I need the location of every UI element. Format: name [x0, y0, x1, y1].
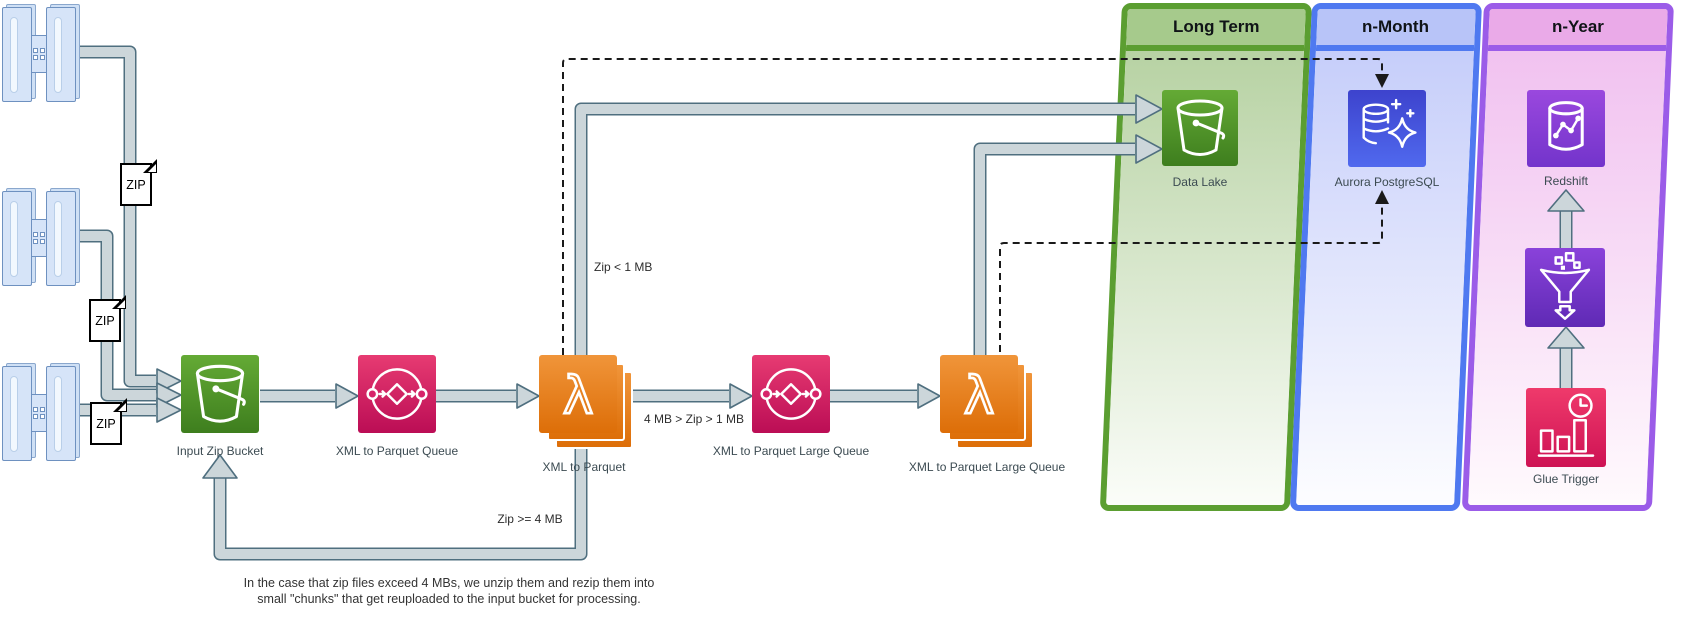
rack-stripe — [54, 17, 62, 93]
arrowhead-largequeue-lambda2 — [917, 383, 941, 409]
node-label-xml-to-parquet-large-queue: XML to Parquet Large Queue — [712, 444, 870, 458]
arrowhead-lambda2-datalake — [1135, 134, 1163, 164]
rezip-note: In the case that zip files exceed 4 MBs,… — [243, 576, 655, 606]
source-server-rack-3[interactable] — [2, 363, 76, 463]
node-label-input-zip-bucket: Input Zip Bucket — [176, 444, 264, 458]
data-lake-node[interactable] — [1162, 90, 1238, 166]
xml-to-parquet-large-queue-node[interactable] — [752, 355, 830, 433]
arrowhead-filter-redshift — [1547, 189, 1585, 212]
zip-file-label: ZIP — [95, 313, 115, 328]
zip-file-label: ZIP — [126, 177, 146, 192]
rack-cabinet — [46, 191, 76, 286]
rack-connector — [31, 394, 47, 432]
rack-stripe — [10, 376, 18, 452]
node-label-glue-trigger: Glue Trigger — [1532, 472, 1600, 486]
rack-stripe — [10, 201, 18, 277]
rack-cabinet — [2, 7, 32, 102]
aurora-database-icon — [1362, 98, 1417, 148]
node-label-xml-to-parquet-queue: XML to Parquet Queue — [335, 444, 459, 458]
s3-bucket-icon — [1176, 99, 1226, 156]
s3-bucket-icon — [195, 364, 246, 423]
aurora-postgresql-node[interactable] — [1348, 90, 1426, 167]
rack-connector — [31, 219, 47, 257]
sqs-queue-icon — [760, 368, 822, 420]
node-label-xml-to-parquet: XML to Parquet — [542, 460, 626, 474]
rack-connector — [31, 35, 47, 73]
redshift-node[interactable] — [1527, 90, 1605, 167]
sqs-queue-icon — [366, 368, 428, 420]
redshift-database-icon — [1548, 101, 1584, 151]
rack-stripe — [54, 201, 62, 277]
glue-trigger-node[interactable] — [1526, 388, 1606, 467]
input-zip-bucket-node[interactable] — [181, 355, 259, 433]
zip-file-tag-2[interactable]: ZIP — [89, 295, 126, 342]
rack-cabinet — [2, 366, 32, 461]
arrowhead-queue-lambda — [516, 383, 540, 409]
node-label-redshift: Redshift — [1543, 174, 1589, 188]
source-server-rack-1[interactable] — [2, 4, 76, 104]
rack-stripe — [54, 376, 62, 452]
arrowhead-glue-filter — [1547, 326, 1585, 349]
arrowhead-bucket-queue — [335, 383, 359, 409]
lambda-icon: λ — [561, 365, 594, 428]
svg-text:λ: λ — [964, 367, 994, 427]
page-fold-icon — [143, 159, 157, 173]
lambda-icon: λ — [962, 365, 995, 428]
xml-to-parquet-lambda-node[interactable]: λ — [539, 355, 617, 433]
glue-trigger-icon — [1537, 393, 1595, 457]
rack-cabinet — [2, 191, 32, 286]
edge-label-zip-between: 4 MB > Zip > 1 MB — [643, 412, 745, 426]
zip-file-tag-3[interactable]: ZIP — [90, 398, 127, 445]
arrowhead-loop-bucket — [202, 454, 238, 479]
zip-file-label: ZIP — [96, 416, 116, 431]
node-label-xml-to-parquet-large-lambda: XML to Parquet Large Queue — [908, 460, 1066, 474]
xml-to-parquet-large-lambda-node[interactable]: λ — [940, 355, 1018, 433]
arrowhead-lambda1-datalake — [1135, 94, 1163, 124]
source-server-rack-2[interactable] — [2, 188, 76, 288]
zip-file-tag-1[interactable]: ZIP — [120, 159, 157, 206]
rack-cabinet — [46, 366, 76, 461]
glue-filter-node[interactable] — [1525, 248, 1605, 327]
edge-label-zip-gte-4mb: Zip >= 4 MB — [497, 512, 563, 526]
xml-to-parquet-queue-node[interactable] — [358, 355, 436, 433]
data-filter-funnel-icon — [1539, 251, 1591, 320]
page-fold-icon — [113, 398, 127, 412]
rack-stripe — [10, 17, 18, 93]
arrowhead-rack3-bucket — [156, 397, 182, 423]
rack-cabinet — [46, 7, 76, 102]
page-fold-icon — [112, 295, 126, 309]
arrowhead-lambda-largequeue — [729, 383, 753, 409]
edge-label-zip-lt-1mb: Zip < 1 MB — [594, 260, 653, 274]
svg-text:λ: λ — [563, 367, 593, 427]
